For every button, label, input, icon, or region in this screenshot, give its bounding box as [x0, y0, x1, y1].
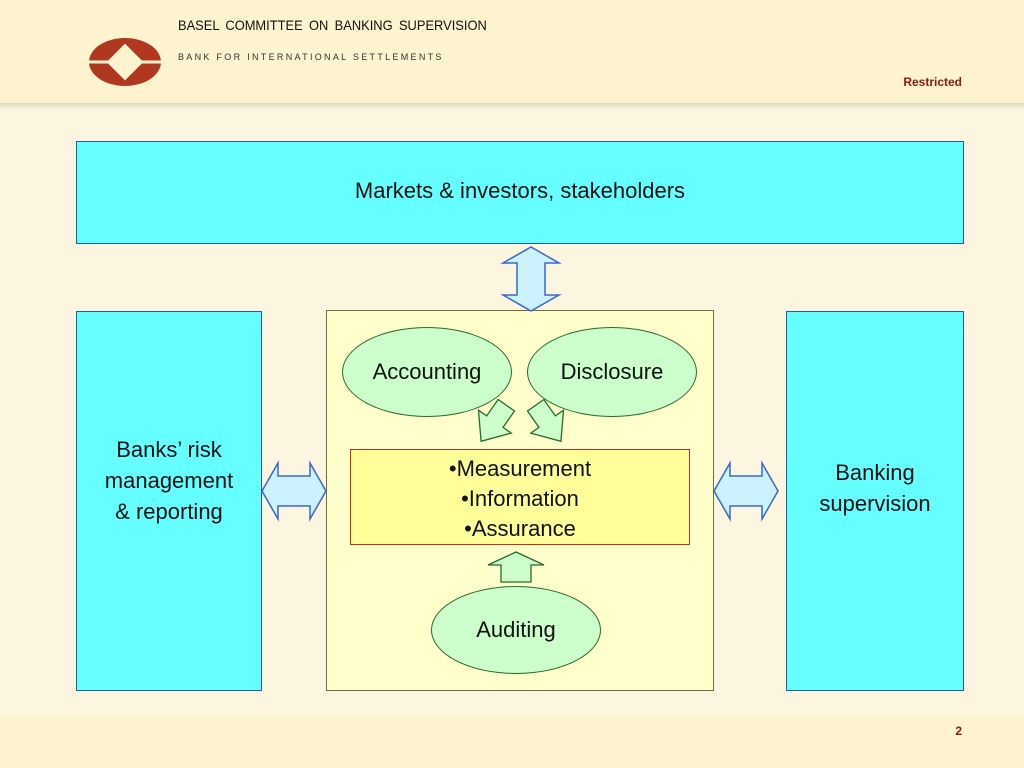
measurement-information-assurance-box: •Measurement •Information •Assurance — [350, 449, 690, 545]
org-subtitle: BANK FOR INTERNATIONAL SETTLEMENTS — [178, 52, 444, 62]
header-band — [0, 0, 1024, 103]
banks-risk-management-box: Banks’ risk management & reporting — [76, 311, 262, 691]
banks-label-line-3: & reporting — [115, 498, 223, 524]
accounting-ellipse: Accounting — [342, 327, 512, 417]
footer-band — [0, 715, 1024, 768]
left-double-arrow-icon — [261, 460, 327, 522]
classification-label: Restricted — [903, 75, 962, 89]
banking-supervision-box: Banking supervision — [786, 311, 964, 691]
auditing-label: Auditing — [476, 617, 556, 642]
banks-label-line-2: management — [104, 467, 234, 493]
core-item-information: •Information — [461, 486, 579, 511]
page-number: 2 — [955, 724, 962, 738]
core-item-assurance: •Assurance — [464, 516, 576, 541]
core-item-measurement: •Measurement — [448, 456, 592, 481]
vertical-double-arrow-icon — [500, 246, 562, 312]
auditing-ellipse: Auditing — [431, 586, 601, 674]
markets-label: Markets & investors, stakeholders — [354, 177, 686, 203]
disclosure-ellipse: Disclosure — [527, 327, 697, 417]
supervision-label-line-1: Banking — [835, 460, 915, 485]
bis-diamond-logo-icon — [88, 38, 162, 86]
org-title: BASEL COMMITTEE ON BANKING SUPERVISION — [178, 17, 487, 33]
markets-investors-box: Markets & investors, stakeholders — [76, 141, 964, 244]
accounting-label: Accounting — [372, 359, 482, 384]
banks-label-line-1: Banks’ risk — [116, 436, 222, 462]
supervision-label-line-2: supervision — [819, 491, 931, 516]
header-shadow — [0, 103, 1024, 109]
right-double-arrow-icon — [713, 460, 779, 522]
disclosure-label: Disclosure — [560, 359, 664, 384]
